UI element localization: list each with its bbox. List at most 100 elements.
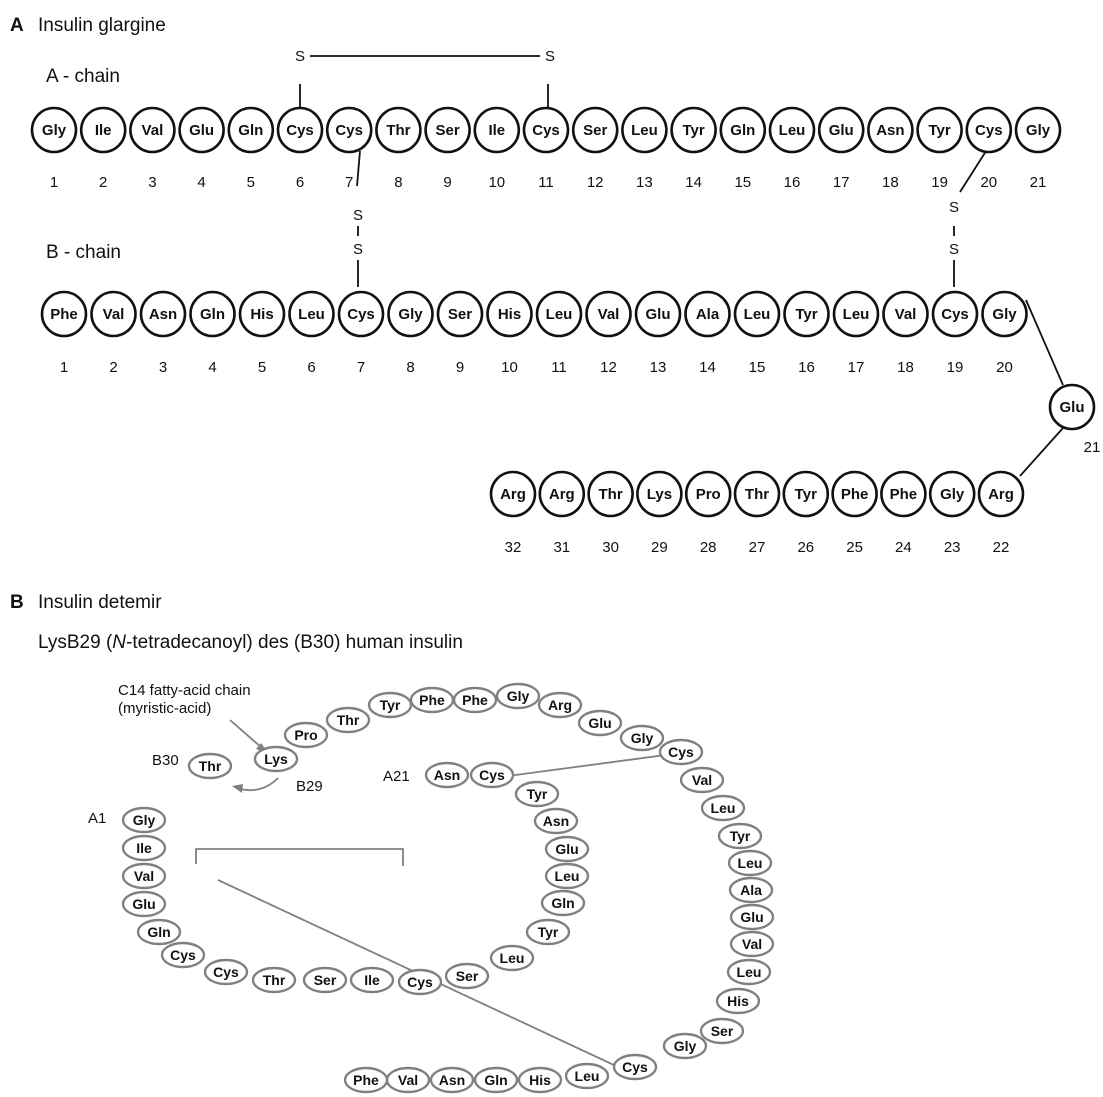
residue-oval xyxy=(343,1066,389,1094)
residue-label: Ser xyxy=(448,306,472,323)
residue-oval xyxy=(469,761,515,789)
residue-label: Gly xyxy=(42,122,67,139)
residue-circle xyxy=(90,290,137,338)
residue-number: 13 xyxy=(636,174,653,191)
residue-number: 1 xyxy=(60,359,68,376)
residue-label: Cys xyxy=(479,767,505,783)
residue-label: Arg xyxy=(988,486,1014,503)
residue-circle xyxy=(882,290,929,338)
residue-circle xyxy=(238,290,286,338)
residue-label: Arg xyxy=(500,486,526,503)
residue-label: His xyxy=(529,1072,551,1088)
residue-label: Ile xyxy=(136,840,152,856)
residue-label: Tyr xyxy=(380,697,401,713)
residue-number: 3 xyxy=(159,359,167,376)
residue-number: 6 xyxy=(296,174,304,191)
residue-circle xyxy=(178,106,225,154)
residue-circle xyxy=(733,290,781,338)
residue-label: Thr xyxy=(199,758,222,774)
residue-oval xyxy=(283,721,329,749)
label-b29: B29 xyxy=(296,778,323,795)
residue-label: Val xyxy=(103,306,125,323)
residue-label: Asn xyxy=(439,1072,465,1088)
residue-label: Ser xyxy=(456,968,479,984)
residue-circle xyxy=(276,106,324,154)
residue-circle xyxy=(768,106,816,154)
residue-number: 21 xyxy=(1030,174,1047,191)
residue-label: Pro xyxy=(294,727,317,743)
residue-oval xyxy=(525,918,571,946)
residue-oval xyxy=(726,958,772,986)
residue-oval xyxy=(495,682,541,710)
residue-circle xyxy=(831,470,878,518)
residue-oval xyxy=(251,966,297,994)
residue-label: Gly xyxy=(507,688,530,704)
residue-label: Ile xyxy=(488,122,505,139)
panel-b-subtitle: LysB29 (N-tetradecanoyl) des (B30) human… xyxy=(38,632,463,653)
residue-label: Cys xyxy=(286,122,314,139)
residue-number: 21 xyxy=(1084,439,1101,456)
residue-label: Glu xyxy=(1060,399,1085,416)
residue-number: 14 xyxy=(685,174,702,191)
residue-label: Arg xyxy=(548,697,572,713)
residue-label: Cys xyxy=(213,964,239,980)
residue-label: Glu xyxy=(555,841,578,857)
fatty-acid-label-sub: (myristic-acid) xyxy=(118,700,211,717)
residue-number: 29 xyxy=(651,539,668,556)
residue-label: Asn xyxy=(876,122,904,139)
residue-label: Thr xyxy=(386,122,410,139)
residue-number: 7 xyxy=(345,174,353,191)
residue-circle xyxy=(977,470,1025,518)
residue-number: 18 xyxy=(897,359,914,376)
residue-circle xyxy=(832,290,880,338)
residue-label: Asn xyxy=(149,306,177,323)
residue-label: Ser xyxy=(583,122,607,139)
residue-oval xyxy=(517,1066,563,1094)
residue-label: Gly xyxy=(674,1038,697,1054)
residue-circle xyxy=(337,290,385,338)
residue-oval xyxy=(564,1062,610,1090)
residue-number: 16 xyxy=(798,359,815,376)
residue-circle xyxy=(227,106,275,154)
residue-label: Leu xyxy=(631,122,658,139)
residue-label: Thr xyxy=(599,486,623,503)
residue-number: 25 xyxy=(846,539,863,556)
residue-circle xyxy=(129,106,176,154)
residue-oval xyxy=(662,1032,708,1060)
glargine-b-chain: Phe1Val2Asn3Gln4His5Leu6Cys7Gly8Ser9His1… xyxy=(40,290,1028,376)
residue-circle xyxy=(636,470,683,518)
residue-label: Gln xyxy=(147,924,170,940)
residue-label: Leu xyxy=(737,964,762,980)
residue-label: Tyr xyxy=(928,122,950,139)
residue-number: 8 xyxy=(394,174,402,191)
residue-oval xyxy=(619,724,665,752)
residue-number: 20 xyxy=(980,174,997,191)
residue-oval xyxy=(728,876,774,904)
residue-label: Gln xyxy=(730,122,755,139)
residue-oval xyxy=(514,780,560,808)
sulfur-atom-label: S xyxy=(353,241,363,258)
residue-label: His xyxy=(250,306,273,323)
residue-number: 5 xyxy=(258,359,266,376)
residue-label: Tyr xyxy=(682,122,704,139)
residue-circle xyxy=(424,106,471,154)
residue-label: Lys xyxy=(264,751,288,767)
residue-oval xyxy=(679,766,725,794)
residue-label: Ile xyxy=(364,972,380,988)
residue-label: Thr xyxy=(745,486,769,503)
residue-label: Leu xyxy=(744,306,771,323)
residue-circle xyxy=(585,290,632,338)
residue-label: Cys xyxy=(170,947,196,963)
panel-a-letter: A xyxy=(10,15,24,36)
residue-oval xyxy=(700,794,746,822)
residue-number: 14 xyxy=(699,359,716,376)
residue-number: 5 xyxy=(247,174,255,191)
residue-label: Asn xyxy=(543,813,569,829)
residue-label: Leu xyxy=(500,950,525,966)
residue-oval xyxy=(187,752,233,780)
residue-label: Leu xyxy=(711,800,736,816)
residue-label: Ser xyxy=(711,1023,734,1039)
residue-label: His xyxy=(498,306,521,323)
residue-label: Val xyxy=(398,1072,418,1088)
